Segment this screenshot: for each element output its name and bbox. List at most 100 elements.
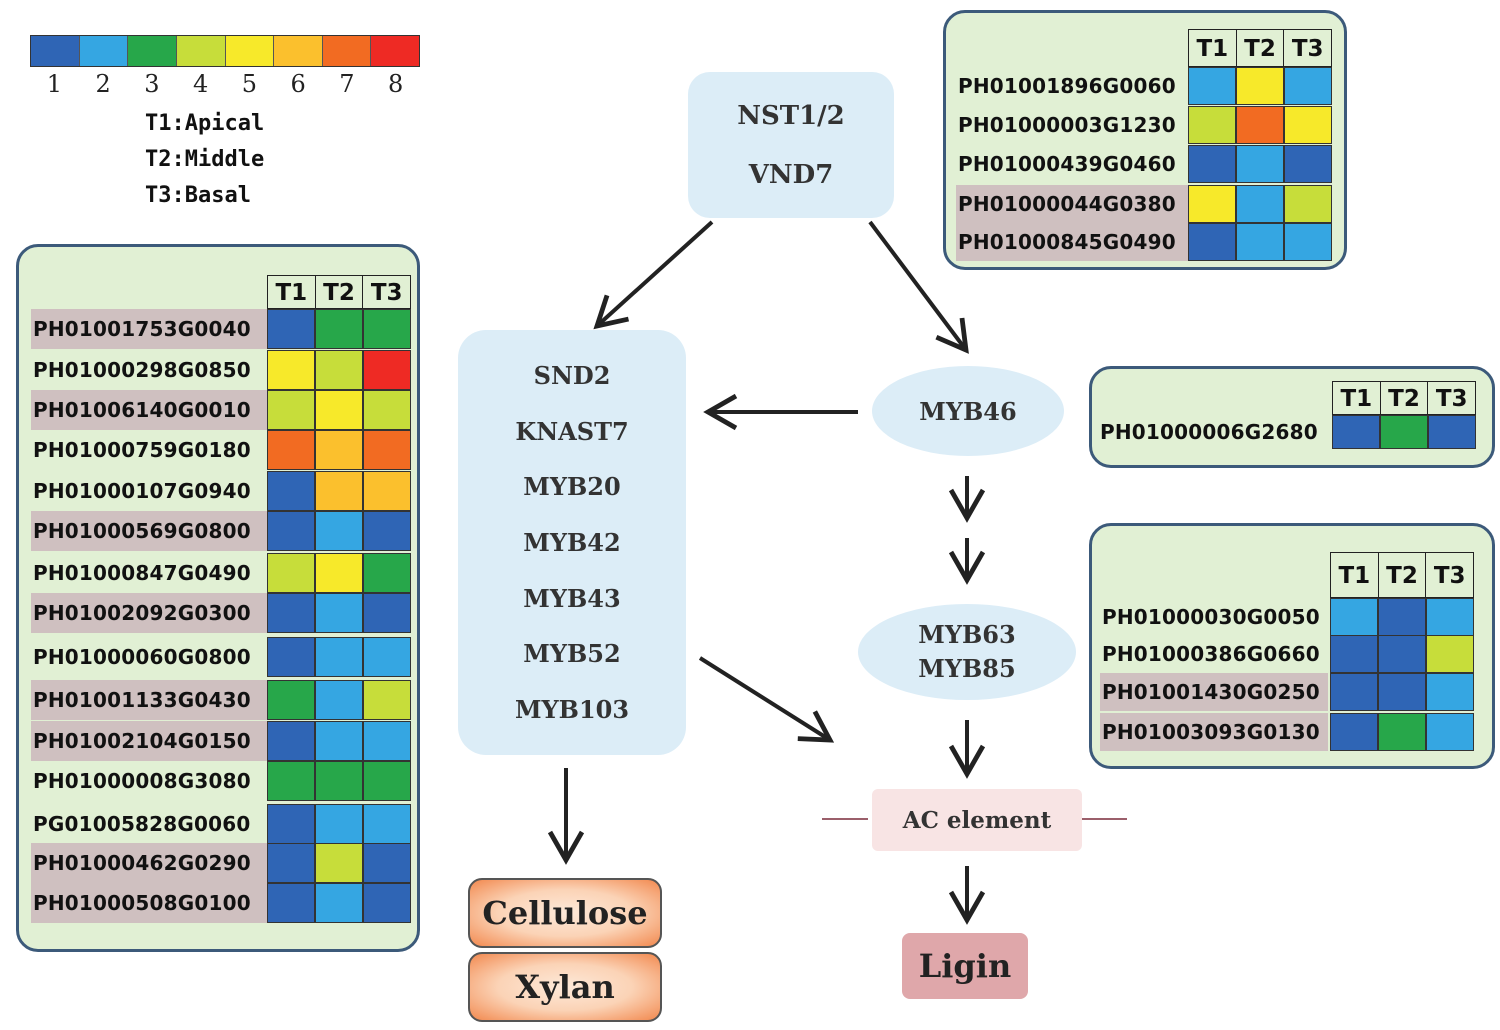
gene-id: PH01000508G0100	[33, 891, 251, 915]
heatmap-cell	[315, 309, 363, 349]
heatmap-header-t1: T1	[1331, 553, 1379, 597]
heatmap-cell	[267, 843, 315, 883]
heatmap-cell	[363, 430, 411, 470]
scale-swatch	[128, 36, 177, 66]
heatmap-header-t2: T2	[316, 276, 364, 308]
scale-swatch	[322, 36, 372, 66]
scale-swatch	[31, 36, 80, 66]
heatmap-cell	[363, 761, 411, 801]
heatmap-cell	[315, 883, 363, 923]
heatmap-cell	[315, 350, 363, 390]
heatmap-cell	[1284, 185, 1332, 223]
heatmap-cell	[315, 511, 363, 551]
row-background	[1100, 713, 1328, 751]
heatmap-cell	[267, 761, 315, 801]
heatmap-cell	[1330, 635, 1378, 673]
heatmap-cell	[1426, 673, 1474, 711]
snd-item: MYB20	[523, 472, 621, 502]
heatmap-cell	[1284, 145, 1332, 183]
heatmap-header-t1: T1	[268, 276, 316, 308]
gene-id: PH01001430G0250	[1102, 680, 1320, 704]
row-background	[31, 593, 283, 633]
heatmap-cell	[1188, 223, 1236, 261]
heatmap-cell	[1236, 185, 1284, 223]
heatmap-cell	[1426, 713, 1474, 751]
heatmap-cell	[1380, 415, 1428, 449]
heatmap-header-t2: T2	[1379, 553, 1427, 597]
gene-id: PH01001133G0430	[33, 688, 251, 712]
heatmap-cell	[1330, 673, 1378, 711]
heatmap-cell	[315, 593, 363, 633]
heatmap-cell	[1284, 223, 1332, 261]
row-background	[31, 390, 283, 430]
heatmap-cell	[1284, 67, 1332, 105]
heatmap-cell	[267, 804, 315, 844]
tissue-legend-t3: T3:Basal	[145, 183, 251, 208]
ligin-label: Ligin	[918, 947, 1012, 985]
scale-swatch	[274, 36, 323, 66]
ac-element-label: AC element	[902, 806, 1052, 834]
heatmap-cell	[315, 804, 363, 844]
snd-item: SND2	[533, 361, 611, 391]
heatmap-cell	[1378, 635, 1426, 673]
heatmap-header-t3: T3	[1435, 386, 1468, 412]
heatmap-cell	[1236, 145, 1284, 183]
gene-id: PH01000006G2680	[1100, 420, 1318, 444]
heatmap-header-t2: T2	[1237, 30, 1285, 66]
heatmap-cell	[1330, 713, 1378, 751]
gene-id: PH01000008G3080	[33, 769, 251, 793]
gene-id: PH01000569G0800	[33, 519, 251, 543]
heatmap-cell	[267, 390, 315, 430]
heatmap-cell	[267, 721, 315, 761]
heatmap-cell	[267, 430, 315, 470]
heatmap-cell	[315, 761, 363, 801]
heatmap-cell	[363, 309, 411, 349]
heatmap-cell	[1428, 415, 1476, 449]
heatmap-cell	[315, 721, 363, 761]
scale-swatch	[225, 36, 275, 66]
row-background	[31, 721, 283, 761]
gene-id: PH01000298G0850	[33, 358, 251, 382]
heatmap-cell	[267, 350, 315, 390]
gene-id: PH01006140G0010	[33, 398, 251, 422]
gene-id: PH01000439G0460	[958, 152, 1176, 176]
gene-id: PH01002104G0150	[33, 729, 251, 753]
heatmap-header-t3: T3	[1433, 563, 1466, 589]
row-background	[1100, 673, 1328, 711]
tissue-legend-t1: T1:Apical	[145, 111, 265, 136]
snd-item: MYB42	[523, 527, 621, 557]
heatmap-header-t1: T1	[1189, 30, 1237, 66]
myb63-label: MYB63	[918, 620, 1016, 649]
row-background	[31, 309, 283, 349]
row-background	[956, 185, 1188, 223]
heatmap-cell	[363, 390, 411, 430]
gene-id: PH01000759G0180	[33, 438, 251, 462]
gene-id: PH01000845G0490	[958, 230, 1176, 254]
gene-id: PH01000060G0800	[33, 645, 251, 669]
ac-element-node: AC element	[872, 789, 1082, 851]
heatmap-cell	[315, 637, 363, 677]
gene-id: PH01001896G0060	[958, 74, 1176, 98]
heatmap-cell	[363, 680, 411, 720]
heatmap-cell	[363, 511, 411, 551]
heatmap-cell	[1284, 106, 1332, 144]
nst-vnd-node: NST1/2 VND7	[688, 72, 894, 218]
heatmap-cell	[267, 593, 315, 633]
row-background	[31, 883, 283, 923]
row-background	[31, 680, 283, 720]
gene-id: PH01000107G0940	[33, 479, 251, 503]
gene-id: PH01000462G0290	[33, 851, 251, 875]
heatmap-cell	[363, 843, 411, 883]
heatmap-cell	[1236, 223, 1284, 261]
gene-id: PH01000003G1230	[958, 113, 1176, 137]
row-background	[31, 843, 283, 883]
xylan-label: Xylan	[515, 968, 615, 1006]
heatmap-cell	[315, 471, 363, 511]
